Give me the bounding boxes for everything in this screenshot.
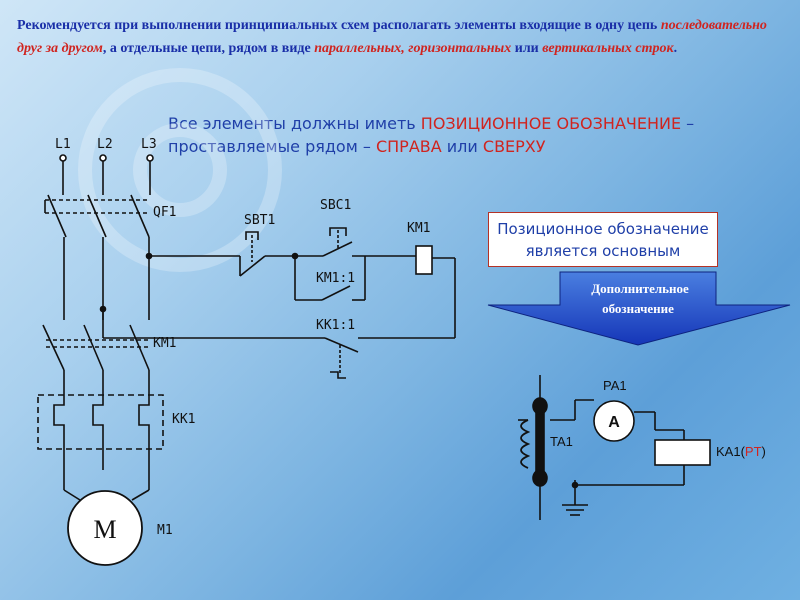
label-sbc1: SBC1 xyxy=(320,198,351,213)
label-ta1: TA1 xyxy=(550,434,573,449)
label-kk1: KK1 xyxy=(172,412,195,427)
note-text-3: или xyxy=(441,137,483,156)
intro-text-3: или xyxy=(514,41,539,56)
label-l2: L2 xyxy=(97,137,113,152)
ammeter-symbol: A xyxy=(608,414,620,431)
intro-text-4: . xyxy=(673,41,678,56)
arrow-text-1: Дополнительное xyxy=(591,281,689,296)
label-ka1: KA1(PT) xyxy=(716,444,766,459)
label-km1-coil: KM1 xyxy=(407,221,430,236)
intro-paragraph: Рекомендуется при выполнении принципиаль… xyxy=(17,14,789,60)
label-m1: M1 xyxy=(157,523,173,538)
motor-symbol-m: M xyxy=(93,515,116,544)
meter-circuit xyxy=(518,375,711,520)
note-text-1: Все элементы должны иметь xyxy=(168,114,421,133)
note-positional-designation: ПОЗИЦИОННОЕ ОБОЗНАЧЕНИЕ xyxy=(420,114,682,133)
gear-watermark xyxy=(78,68,282,272)
intro-highlight-vertical: вертикальных строк xyxy=(542,41,674,56)
power-circuit xyxy=(37,154,164,566)
label-ka1-text: KA1( xyxy=(716,444,746,459)
intro-text-2: , а отдельные цепи, рядом в виде xyxy=(102,41,311,56)
note-text-2: – проставляемые рядом – xyxy=(168,114,695,156)
main-designation-box: Позиционное обозначение является основны… xyxy=(488,212,718,267)
intro-text-1: Рекомендуется при выполнении принципиаль… xyxy=(17,18,658,33)
label-ka1-close: ) xyxy=(762,444,766,459)
positional-note: Все элементы должны иметь ПОЗИЦИОННОЕ ОБ… xyxy=(168,112,788,158)
intro-highlight-parallel: параллельных, горизонтальных xyxy=(314,41,512,56)
label-pa1: PA1 xyxy=(603,378,627,393)
label-l1: L1 xyxy=(55,137,71,152)
note-right: СПРАВА xyxy=(375,137,442,156)
note-top: СВЕРХУ xyxy=(482,137,546,156)
intro-highlight-sequential: последовательно друг за другом xyxy=(17,18,767,56)
arrow-text-2: обозначение xyxy=(602,301,674,316)
label-ka1-rt: PT xyxy=(745,444,762,459)
box-line-1: Позиционное обозначение xyxy=(497,220,709,238)
label-sbt1: SBT1 xyxy=(244,213,275,228)
label-kk1-contact: KK1:1 xyxy=(316,318,355,333)
label-l3: L3 xyxy=(141,137,157,152)
label-qf1: QF1 xyxy=(153,205,176,220)
control-circuit xyxy=(102,227,456,379)
box-line-2: является основным xyxy=(525,242,681,260)
additional-designation-arrow: Дополнительное обозначение xyxy=(487,271,791,346)
label-km1-main: KM1 xyxy=(153,336,176,351)
label-km1-contact: KM1:1 xyxy=(316,271,355,286)
